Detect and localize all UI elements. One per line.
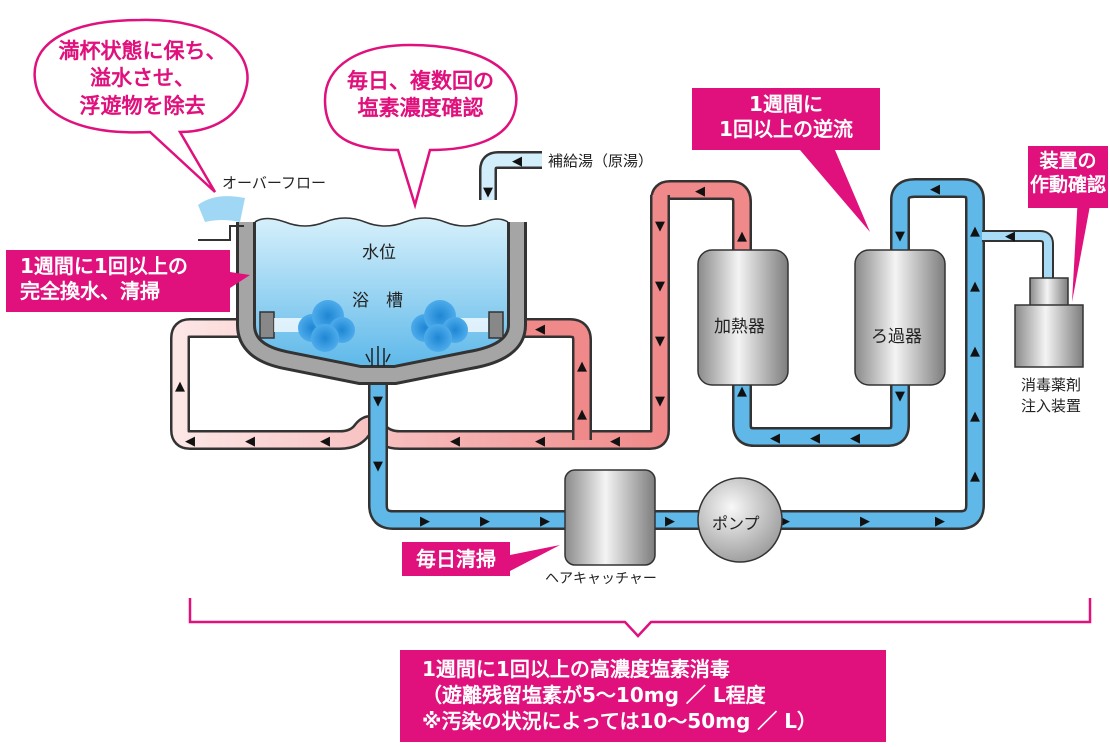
svg-text:▲: ▲ — [577, 359, 587, 374]
svg-text:▲: ▲ — [175, 379, 185, 394]
svg-text:◀: ◀ — [185, 434, 195, 449]
svg-text:▲: ▲ — [737, 384, 747, 399]
svg-text:▶: ▶ — [935, 514, 945, 529]
svg-text:▶: ▶ — [420, 514, 430, 529]
heater-label: 加熱器 — [714, 317, 765, 337]
disinfectant-label-line-2: 注入装置 — [1020, 397, 1081, 415]
device-check-callout: 装置の 作動確認 — [1028, 146, 1108, 208]
svg-text:▼: ▼ — [655, 394, 665, 409]
svg-text:▼: ▼ — [895, 229, 905, 244]
water-change-callout: 1週間に1回以上の 完全換水、清掃 — [6, 250, 230, 312]
overflow-label: オーバーフロー — [222, 174, 326, 192]
svg-text:◀: ◀ — [930, 182, 940, 197]
svg-text:◀: ◀ — [850, 431, 860, 446]
svg-text:◀: ◀ — [245, 434, 255, 449]
water-change-line-1: 1週間に1回以上の — [20, 254, 188, 278]
filter — [854, 249, 946, 386]
overflow-bubble-line-3: 浮遊物を除去 — [79, 93, 206, 118]
svg-text:▼: ▼ — [655, 219, 665, 234]
hair-catcher-label: ヘアキャッチャー — [545, 571, 657, 587]
bubble-cloud-left — [298, 300, 355, 352]
backflush-callout: 1週間に 1回以上の逆流 — [692, 88, 880, 150]
svg-text:▶: ▶ — [860, 514, 870, 529]
svg-text:▶: ▶ — [780, 514, 790, 529]
disinfectant-label-line-1: 消毒薬剤 — [1020, 376, 1081, 394]
svg-text:◀: ◀ — [770, 431, 780, 446]
daily-clean-callout: 毎日清掃 — [402, 542, 510, 576]
device-check-line-2: 作動確認 — [1029, 173, 1106, 196]
overflow-bubble-line-2: 溢水させ、 — [90, 66, 195, 91]
svg-text:▼: ▼ — [655, 279, 665, 294]
svg-text:▶: ▶ — [665, 514, 675, 529]
svg-text:▲: ▲ — [970, 224, 980, 239]
svg-text:◀: ◀ — [1005, 229, 1015, 244]
heater — [697, 249, 789, 386]
makeup-water-label: 補給湯（原湯） — [548, 152, 654, 170]
backflush-line-2: 1回以上の逆流 — [719, 117, 853, 141]
bottom-note-line-3: ※汚染の状況によっては10～50mg ／ L） — [422, 709, 817, 733]
bath-tank-label: 浴 槽 — [352, 291, 403, 311]
svg-text:◀: ◀ — [695, 184, 705, 199]
drain-icon — [365, 346, 391, 366]
svg-text:◀: ◀ — [320, 434, 330, 449]
svg-text:▼: ▼ — [373, 459, 383, 474]
disinfectant-label: 消毒薬剤 注入装置 — [1008, 375, 1094, 417]
bottom-note-callout: 1週間に1回以上の高濃度塩素消毒 （遊離残留塩素が5～10mg ／ L程度 ※汚… — [400, 650, 886, 742]
overflow-bubble-shape — [33, 18, 249, 193]
chlorine-bubble-line-2: 塩素濃度確認 — [357, 96, 484, 121]
svg-text:▼: ▼ — [895, 389, 905, 404]
bubble-cloud-right — [411, 300, 468, 352]
chlorine-bubble-line-1: 毎日、複数回の — [347, 69, 494, 93]
bottom-brace — [188, 598, 1092, 638]
svg-text:◀: ◀ — [810, 431, 820, 446]
svg-text:▲: ▲ — [970, 409, 980, 424]
water-change-line-2: 完全換水、清掃 — [20, 279, 160, 303]
chlorine-bubble-shape — [323, 43, 518, 210]
water-level-label: 水位 — [362, 243, 396, 263]
svg-text:◀: ◀ — [535, 322, 545, 337]
pump — [697, 477, 783, 563]
bath-tank — [198, 196, 527, 385]
daily-clean-text: 毎日清掃 — [416, 547, 496, 571]
bottom-note-line-1: 1週間に1回以上の高濃度塩素消毒 — [422, 657, 730, 681]
svg-text:▼: ▼ — [655, 334, 665, 349]
cold-pipe — [368, 151, 1054, 530]
svg-text:◀: ◀ — [535, 434, 545, 449]
chlorine-bubble-text: 毎日、複数回の 塩素濃度確認 — [328, 68, 513, 123]
speech-bubbles — [33, 18, 518, 210]
callout-pointers — [230, 150, 1092, 571]
overflow-bubble-text: 満杯状態に保ち、 溢水させ、 浮遊物を除去 — [40, 38, 245, 120]
svg-text:▼: ▼ — [373, 394, 383, 409]
bottom-note-line-2: （遊離残留塩素が5～10mg ／ L程度 — [422, 683, 766, 707]
svg-text:◀: ◀ — [450, 434, 460, 449]
svg-text:◀: ◀ — [610, 434, 620, 449]
flow-arrows: ◀ ◀ ◀ ◀ ◀ ◀ ▲ ◀ ▲ ▲ ▼ ▼ ▼ ▼ ◀ ▲ ▼ ▼ ▶ ▶ ▶ ▶ ▶ ▶ ▶ ▲ ▲ ▲ ▲… — [175, 154, 1015, 529]
svg-text:◀: ◀ — [512, 154, 522, 169]
overflow-bubble-line-1: 満杯状態に保ち、 — [58, 39, 227, 63]
backflush-line-1: 1週間に — [749, 92, 823, 116]
svg-text:▲: ▲ — [737, 229, 747, 244]
pipes — [170, 151, 1054, 530]
svg-text:▶: ▶ — [540, 514, 550, 529]
pump-label: ポンプ — [712, 514, 760, 533]
svg-text:▶: ▶ — [480, 514, 490, 529]
filter-label: ろ過器 — [871, 327, 922, 347]
svg-text:▲: ▲ — [970, 344, 980, 359]
svg-text:▲: ▲ — [970, 279, 980, 294]
hair-catcher — [564, 469, 656, 566]
hot-pipe — [170, 180, 752, 450]
disinfectant-device — [1014, 277, 1084, 368]
svg-text:▲: ▲ — [970, 469, 980, 484]
svg-text:▲: ▲ — [577, 407, 587, 422]
svg-text:▼: ▼ — [483, 185, 493, 200]
device-check-line-1: 装置の — [1039, 150, 1097, 172]
